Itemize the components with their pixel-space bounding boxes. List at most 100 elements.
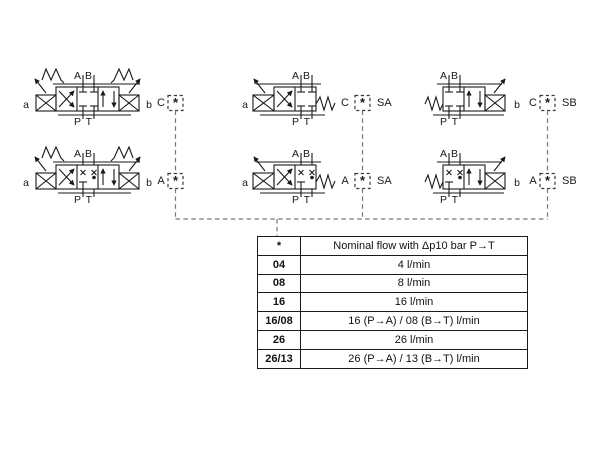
table-row: 26 26 l/min <box>257 329 528 350</box>
table-cell-code: 26 <box>257 329 301 350</box>
actuator-a-label: a <box>23 177 29 189</box>
port-a-label: A <box>74 70 81 82</box>
option-star: * <box>545 95 551 110</box>
actuator-a-label: a <box>242 177 248 189</box>
solenoid-right-icon <box>484 156 506 190</box>
valve-body <box>442 86 486 112</box>
port-p-label: P <box>292 116 299 128</box>
spool-closed-position <box>445 87 464 111</box>
option-star: * <box>360 95 366 110</box>
table-cell-flow: 16 l/min <box>300 292 528 313</box>
valve-body <box>55 164 120 190</box>
spool-closed-xx-position <box>445 169 463 189</box>
table-cell-flow: 8 l/min <box>300 273 528 294</box>
solenoid-right-icon <box>484 78 506 112</box>
table-cell-flow: 26 l/min <box>300 329 528 350</box>
port-b-label: B <box>303 148 310 160</box>
valve-bottom-middle: a A B P <box>242 148 392 206</box>
spool-parallel-arrows <box>100 168 117 186</box>
spring-right-icon <box>110 67 134 84</box>
valve-body <box>55 86 120 112</box>
port-lines <box>300 75 313 119</box>
table-row: 16 16 l/min <box>257 292 528 313</box>
valve-bottom-right: A B P T b A * SB <box>424 148 577 206</box>
solenoid-right-icon <box>118 78 141 112</box>
spring-right-icon <box>315 173 336 190</box>
table-cell-code: 26/13 <box>257 348 301 369</box>
actuator-b-label: b <box>514 177 520 189</box>
spool-closed-centre <box>79 87 98 111</box>
port-lines <box>82 153 95 197</box>
spool-crossed-arrows <box>276 168 293 186</box>
port-t-label: T <box>452 116 459 128</box>
table-cell-code: 08 <box>257 273 301 294</box>
port-t-label: T <box>452 194 459 206</box>
port-b-label: B <box>451 148 458 160</box>
spool-closed-xx-position <box>297 169 315 189</box>
solenoid-right-icon <box>118 156 141 190</box>
table-row: 16/08 16 (P→A) / 08 (B→T) l/min <box>257 311 528 331</box>
port-t-label: T <box>304 116 311 128</box>
spool-parallel-arrows <box>466 168 483 186</box>
port-lines <box>82 75 95 119</box>
actuator-b-label: b <box>146 177 152 189</box>
port-a-label: A <box>292 70 299 82</box>
option-suffix-label: SA <box>377 175 392 187</box>
actuator-a-label: a <box>242 99 248 111</box>
valve-top-left: a <box>23 67 184 128</box>
spring-left-icon <box>41 67 65 84</box>
table-cell-code: 16/08 <box>257 311 301 331</box>
port-p-label: P <box>440 194 447 206</box>
option-port-label: C <box>157 97 165 109</box>
spool-parallel-arrows <box>466 90 483 108</box>
table-cell-flow: 26 (P→A) / 13 (B→T) l/min <box>300 348 528 369</box>
port-t-label: T <box>304 194 311 206</box>
port-b-label: B <box>303 70 310 82</box>
solenoid-left-icon <box>34 156 57 190</box>
option-suffix-label: SA <box>377 97 392 109</box>
spring-right-icon <box>110 145 134 162</box>
table-cell-code: 16 <box>257 292 301 313</box>
option-port-label: A <box>157 175 165 187</box>
valve-body <box>442 164 486 190</box>
port-a-label: A <box>440 70 447 82</box>
table-header-row: * Nominal flow with Δp10 bar P→T <box>257 236 528 256</box>
spring-left-icon <box>41 145 65 162</box>
port-p-label: P <box>292 194 299 206</box>
port-lines <box>448 75 461 119</box>
port-b-label: B <box>451 70 458 82</box>
spool-closed-xx-centre <box>79 169 97 189</box>
port-b-label: B <box>85 70 92 82</box>
spool-crossed-arrows <box>58 90 75 108</box>
nominal-flow-table: * Nominal flow with Δp10 bar P→T 04 4 l/… <box>257 236 528 369</box>
valve-top-middle: a A B P <box>242 70 392 128</box>
option-star: * <box>360 173 366 188</box>
valve-bottom-left: a <box>23 145 184 206</box>
valve-body <box>273 164 317 190</box>
table-header-star: * <box>257 236 301 256</box>
port-a-label: A <box>440 148 447 160</box>
solenoid-left-icon <box>34 78 57 112</box>
table-header-title: Nominal flow with Δp10 bar P→T <box>300 236 528 256</box>
port-a-label: A <box>292 148 299 160</box>
table-cell-code: 04 <box>257 254 301 275</box>
table-row: 26/13 26 (P→A) / 13 (B→T) l/min <box>257 348 528 369</box>
port-a-label: A <box>74 148 81 160</box>
spool-crossed-arrows <box>276 90 293 108</box>
option-port-label: C <box>529 97 537 109</box>
table-row: 08 8 l/min <box>257 273 528 294</box>
port-t-label: T <box>86 116 93 128</box>
port-b-label: B <box>85 148 92 160</box>
table-cell-flow: 4 l/min <box>300 254 528 275</box>
port-lines <box>448 153 461 197</box>
option-star: * <box>173 173 179 188</box>
spring-left-icon <box>424 95 444 112</box>
actuator-b-label: b <box>514 99 520 111</box>
option-suffix-label: SB <box>562 175 577 187</box>
option-port-label: A <box>529 175 537 187</box>
actuator-b-label: b <box>146 99 152 111</box>
option-star: * <box>173 95 179 110</box>
port-p-label: P <box>74 194 81 206</box>
